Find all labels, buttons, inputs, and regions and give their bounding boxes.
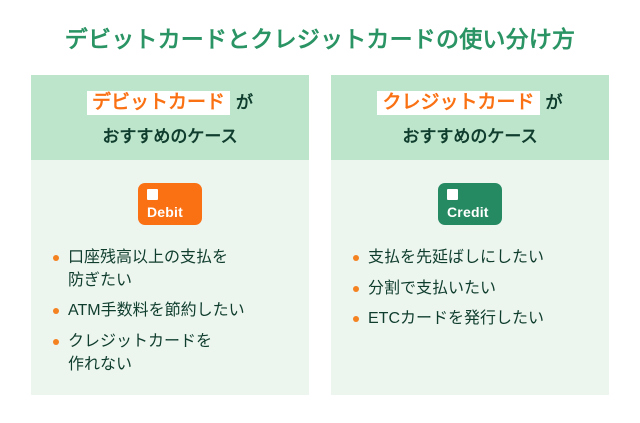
panel-debit-body: Debit 口座残高以上の支払を 防ぎたい ATM手数料を節約したい クレジット… [31,160,309,395]
panel-debit-header-suffix: が [236,92,253,112]
card-chip-icon [147,189,158,200]
list-item: ATM手数料を節約したい [53,300,299,323]
credit-card-icon: Credit [438,183,502,225]
list-item: ETCカードを発行したい [353,308,599,331]
panel-credit-header-suffix: が [545,92,563,112]
card-chip-icon [447,189,458,200]
page-title: デビットカードとクレジットカードの使い分け方 [64,26,576,52]
credit-benefit-list: 支払を先延ばしにしたい 分割で支払いたい ETCカードを発行したい [331,247,609,339]
comparison-panels: デビットカード が おすすめのケース Debit 口座残高以上の支払を 防ぎたい… [31,75,609,395]
panel-debit: デビットカード が おすすめのケース Debit 口座残高以上の支払を 防ぎたい… [31,75,309,395]
list-item: 支払を先延ばしにしたい [353,247,599,270]
panel-credit-body: Credit 支払を先延ばしにしたい 分割で支払いたい ETCカードを発行したい [331,160,609,395]
panel-credit-header-line1: クレジットカード が [377,88,563,116]
panel-credit-header: クレジットカード が おすすめのケース [331,75,609,160]
list-item: 口座残高以上の支払を 防ぎたい [53,247,299,292]
panel-credit: クレジットカード が おすすめのケース Credit 支払を先延ばしにしたい 分… [331,75,609,395]
panel-credit-highlight-label: クレジットカード [377,90,540,116]
panel-credit-header-line2: おすすめのケース [402,127,538,147]
list-item: 分割で支払いたい [353,278,599,301]
credit-card-label: Credit [447,204,489,220]
panel-debit-header-line2: おすすめのケース [102,127,238,147]
panel-debit-header-line1: デビットカード が [86,88,253,116]
debit-card-label: Debit [147,204,183,220]
debit-card-icon: Debit [138,183,202,225]
panel-debit-header: デビットカード が おすすめのケース [31,75,309,160]
debit-benefit-list: 口座残高以上の支払を 防ぎたい ATM手数料を節約したい クレジットカードを 作… [31,247,309,385]
list-item: クレジットカードを 作れない [53,331,299,376]
panel-debit-highlight-label: デビットカード [86,90,230,116]
